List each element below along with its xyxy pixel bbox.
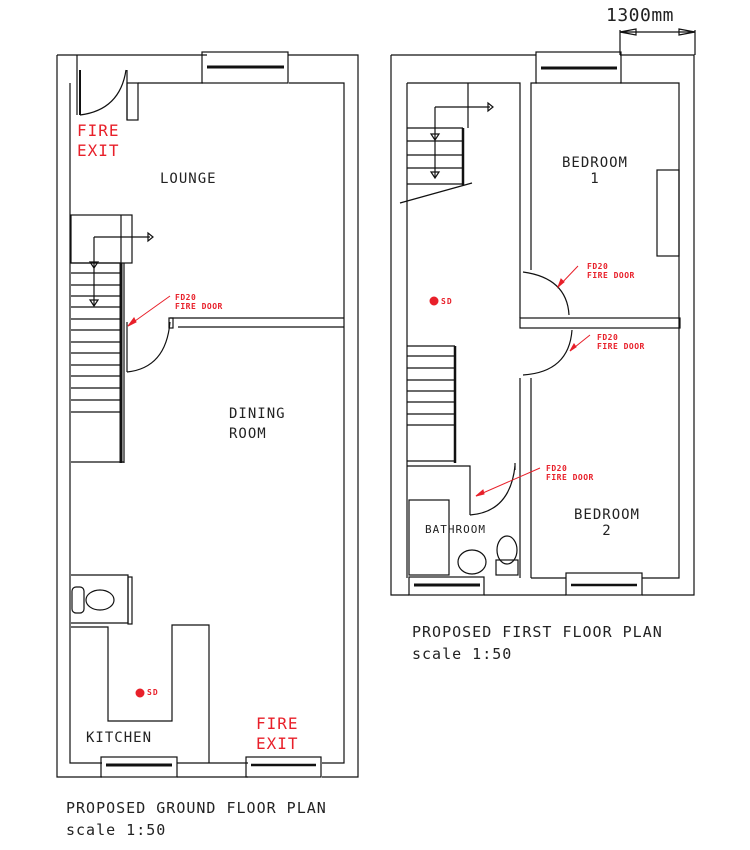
fire-door-line1: FD20: [597, 333, 619, 342]
bedroom2-line1: BEDROOM: [573, 507, 640, 523]
bedroom1-line2: 1: [590, 171, 600, 187]
fire-door-line2: FIRE DOOR: [597, 342, 645, 351]
first-floor-walls: [390, 28, 696, 596]
bedroom2-line2: 2: [602, 523, 612, 539]
room-label-bedroom-1: BEDROOM 1: [552, 155, 638, 187]
first-floor-title: PROPOSED FIRST FLOOR PLAN scale 1:50: [412, 621, 663, 665]
dimension-label: 1300mm: [606, 5, 675, 26]
fire-exit-line1: FIRE: [256, 714, 299, 733]
fire-door-label-bathroom: FD20 FIRE DOOR: [546, 464, 594, 482]
fire-exit-line2: EXIT: [77, 141, 120, 160]
plan-title: PROPOSED FIRST FLOOR PLAN: [412, 623, 663, 641]
fire-door-line1: FD20: [175, 293, 197, 302]
fire-door-line2: FIRE DOOR: [587, 271, 635, 280]
smoke-detector-label: SD: [147, 688, 159, 697]
bedroom1-line1: BEDROOM: [561, 155, 628, 171]
fire-door-label-bedroom1: FD20 FIRE DOOR: [587, 262, 635, 280]
smoke-detector-label: SD: [441, 297, 453, 306]
fire-door-line1: FD20: [587, 262, 609, 271]
room-label-dining: DINING ROOM: [229, 404, 286, 444]
fire-door-line1: FD20: [546, 464, 568, 473]
fire-door-line2: FIRE DOOR: [175, 302, 223, 311]
ground-floor-title: PROPOSED GROUND FLOOR PLAN scale 1:50: [66, 797, 327, 841]
room-label-kitchen: KITCHEN: [86, 730, 153, 746]
room-label-lounge: LOUNGE: [160, 171, 217, 187]
room-label-bathroom: BATHROOM: [425, 523, 486, 536]
fire-door-line2: FIRE DOOR: [546, 473, 594, 482]
smoke-detector-icon: [429, 296, 439, 306]
fire-exit-line2: EXIT: [256, 734, 299, 753]
plan-title: PROPOSED GROUND FLOOR PLAN: [66, 799, 327, 817]
room-label-bedroom-2: BEDROOM 2: [564, 507, 650, 539]
dining-line1: DINING: [229, 406, 286, 422]
fire-exit-bottom-label: FIRE EXIT: [256, 714, 299, 754]
fire-door-label-bedroom2: FD20 FIRE DOOR: [597, 333, 645, 351]
ground-floor-walls: [56, 51, 359, 778]
fire-exit-line1: FIRE: [77, 121, 120, 140]
plan-scale: scale 1:50: [412, 645, 513, 663]
fire-exit-top-label: FIRE EXIT: [77, 121, 120, 161]
smoke-detector-icon: [135, 688, 145, 698]
fire-door-label: FD20 FIRE DOOR: [175, 293, 223, 311]
plan-scale: scale 1:50: [66, 821, 167, 839]
dining-line2: ROOM: [229, 426, 267, 442]
annotations: [127, 265, 591, 698]
